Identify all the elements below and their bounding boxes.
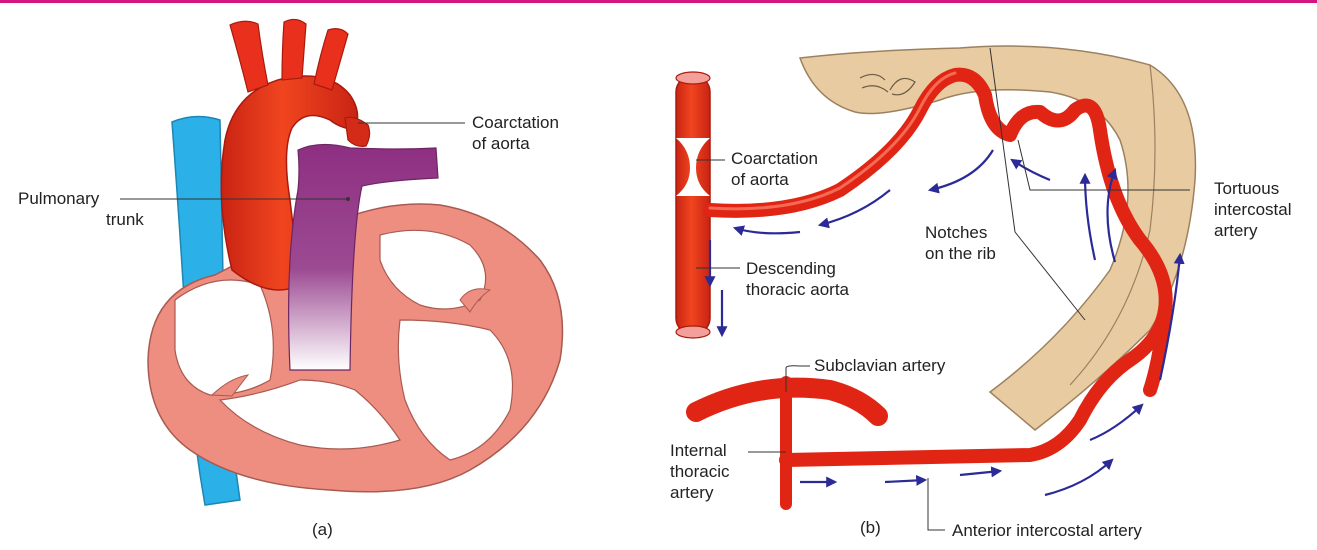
flow-arrow-14 [960, 471, 1000, 475]
flow-arrow-3 [930, 150, 993, 190]
aorta-top-lumen [676, 72, 710, 84]
flow-arrow-8 [1090, 405, 1142, 440]
leader-notches-2 [1015, 232, 1085, 320]
flow-arrow-13 [885, 480, 925, 482]
label-subclavian: Subclavian artery [814, 355, 945, 376]
aortic-branch-3 [314, 29, 348, 90]
aortic-branch-1 [230, 21, 268, 92]
label-descending-aorta: Descending thoracic aorta [746, 258, 849, 300]
flow-arrow-9 [1045, 460, 1112, 495]
aortic-branch-2 [282, 19, 306, 80]
aorta-bottom-lumen [676, 326, 710, 338]
label-notches: Notches on the rib [925, 222, 996, 264]
flow-arrow-2 [735, 228, 800, 233]
label-coarctation-b: Coarctation of aorta [731, 148, 818, 190]
label-tortuous: Tortuous intercostal artery [1214, 178, 1291, 241]
caption-b: (b) [860, 518, 881, 538]
coarctation-narrowing [345, 117, 370, 146]
label-pulmonary-trunk: Pulmonary trunk [18, 188, 144, 230]
flow-arrow-4 [1012, 160, 1050, 180]
label-coarctation-a: Coarctation of aorta [472, 112, 559, 154]
right-atrium [175, 280, 273, 395]
leader-anterior [928, 478, 945, 530]
leader-dot-pulmonary [346, 197, 350, 201]
caption-a: (a) [312, 520, 333, 540]
heart-diagram [148, 19, 563, 505]
label-internal-thoracic: Internal thoracic artery [670, 440, 730, 503]
flow-arrow-5 [1085, 175, 1095, 260]
descending-aorta [676, 76, 710, 334]
label-anterior-intercostal: Anterior intercostal artery [952, 520, 1142, 541]
